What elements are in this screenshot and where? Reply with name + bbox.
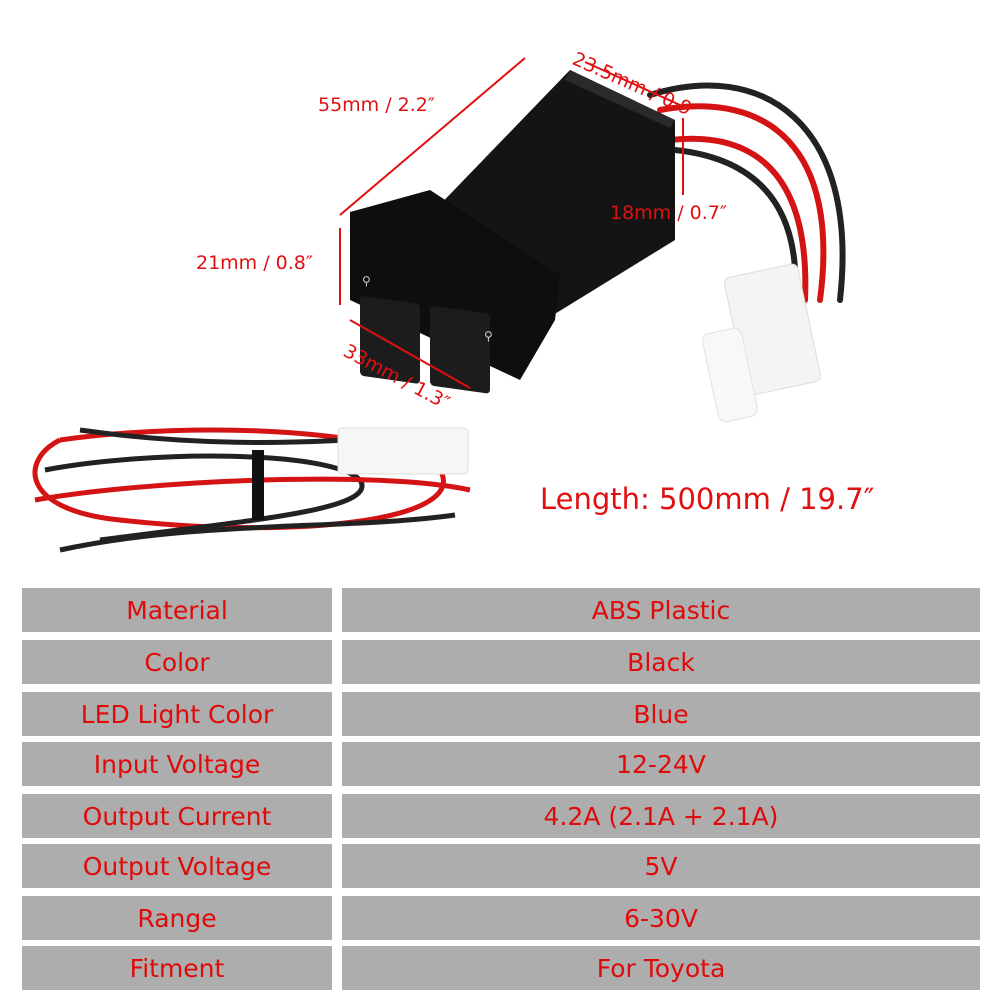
spec-label: LED Light Color [22, 692, 332, 736]
spec-label: Output Voltage [22, 844, 332, 888]
spec-value: 6-30V [342, 896, 980, 940]
dimension-front-height: 21mm / 0.8″ [196, 252, 313, 274]
dimension-side-height: 18mm / 0.7″ [610, 202, 727, 224]
spec-value: 12-24V [342, 742, 980, 786]
dimension-length: 55mm / 2.2″ [318, 94, 435, 116]
cable-tie [252, 450, 264, 520]
product-illustration: ⚲ ⚲ [32, 57, 846, 553]
spec-value: 4.2A (2.1A + 2.1A) [342, 794, 980, 838]
usb-icon: ⚲ [484, 329, 493, 343]
spec-label: Material [22, 588, 332, 632]
spec-value: ABS Plastic [342, 588, 980, 632]
cable-connector [337, 427, 469, 475]
spec-value: 5V [342, 844, 980, 888]
wire-connector [702, 263, 821, 423]
spec-label: Range [22, 896, 332, 940]
spec-label: Fitment [22, 946, 332, 990]
spec-value: Blue [342, 692, 980, 736]
spec-label: Color [22, 640, 332, 684]
cable-length: Length: 500mm / 19.7″ [540, 482, 875, 516]
spec-label: Output Current [22, 794, 332, 838]
spec-value: For Toyota [342, 946, 980, 990]
spec-label: Input Voltage [22, 742, 332, 786]
spec-value: Black [342, 640, 980, 684]
usb-icon: ⚲ [362, 274, 371, 288]
